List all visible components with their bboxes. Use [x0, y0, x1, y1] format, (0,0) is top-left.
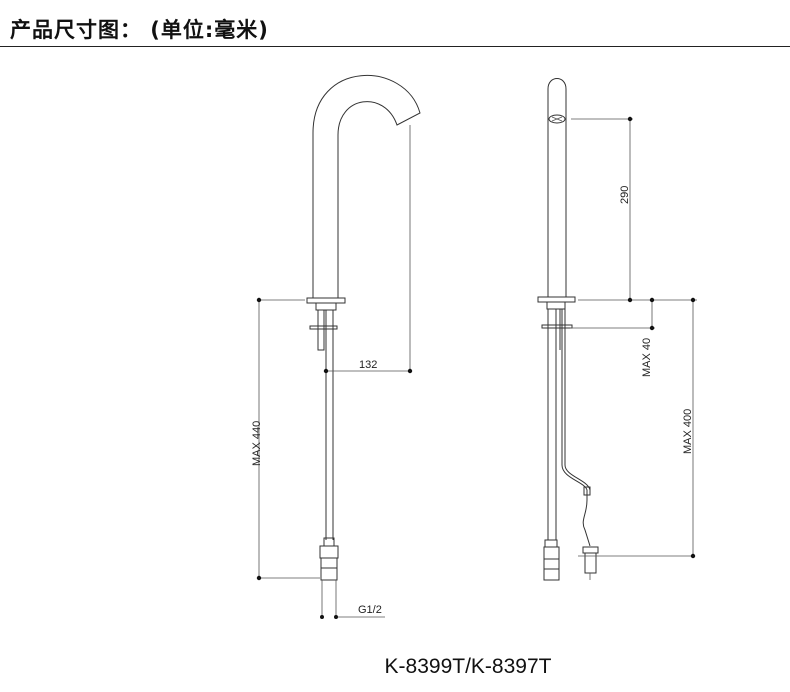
label-g12: G1/2 [358, 604, 382, 616]
faucet-front-view [537, 78, 603, 581]
label-max-440: MAX 440 [251, 421, 263, 466]
page-title: 产品尺寸图： (单位:毫米) [10, 18, 269, 42]
dimension-max-400: MAX 400 [603, 297, 696, 559]
dimension-132: 132 [323, 125, 413, 374]
dimension-max-40: MAX 40 [570, 297, 655, 377]
label-max-400: MAX 400 [682, 409, 694, 454]
dimension-max-440: MAX 440 [251, 297, 320, 581]
label-132: 132 [359, 359, 377, 371]
title-divider [0, 46, 790, 47]
dimension-290: 290 [571, 116, 697, 303]
label-290: 290 [619, 186, 631, 204]
dimension-g12: G1/2 [320, 580, 385, 619]
model-caption: K-8399T/K-8397T [384, 655, 552, 678]
label-max-40: MAX 40 [641, 338, 653, 377]
faucet-side-view [306, 74, 421, 581]
